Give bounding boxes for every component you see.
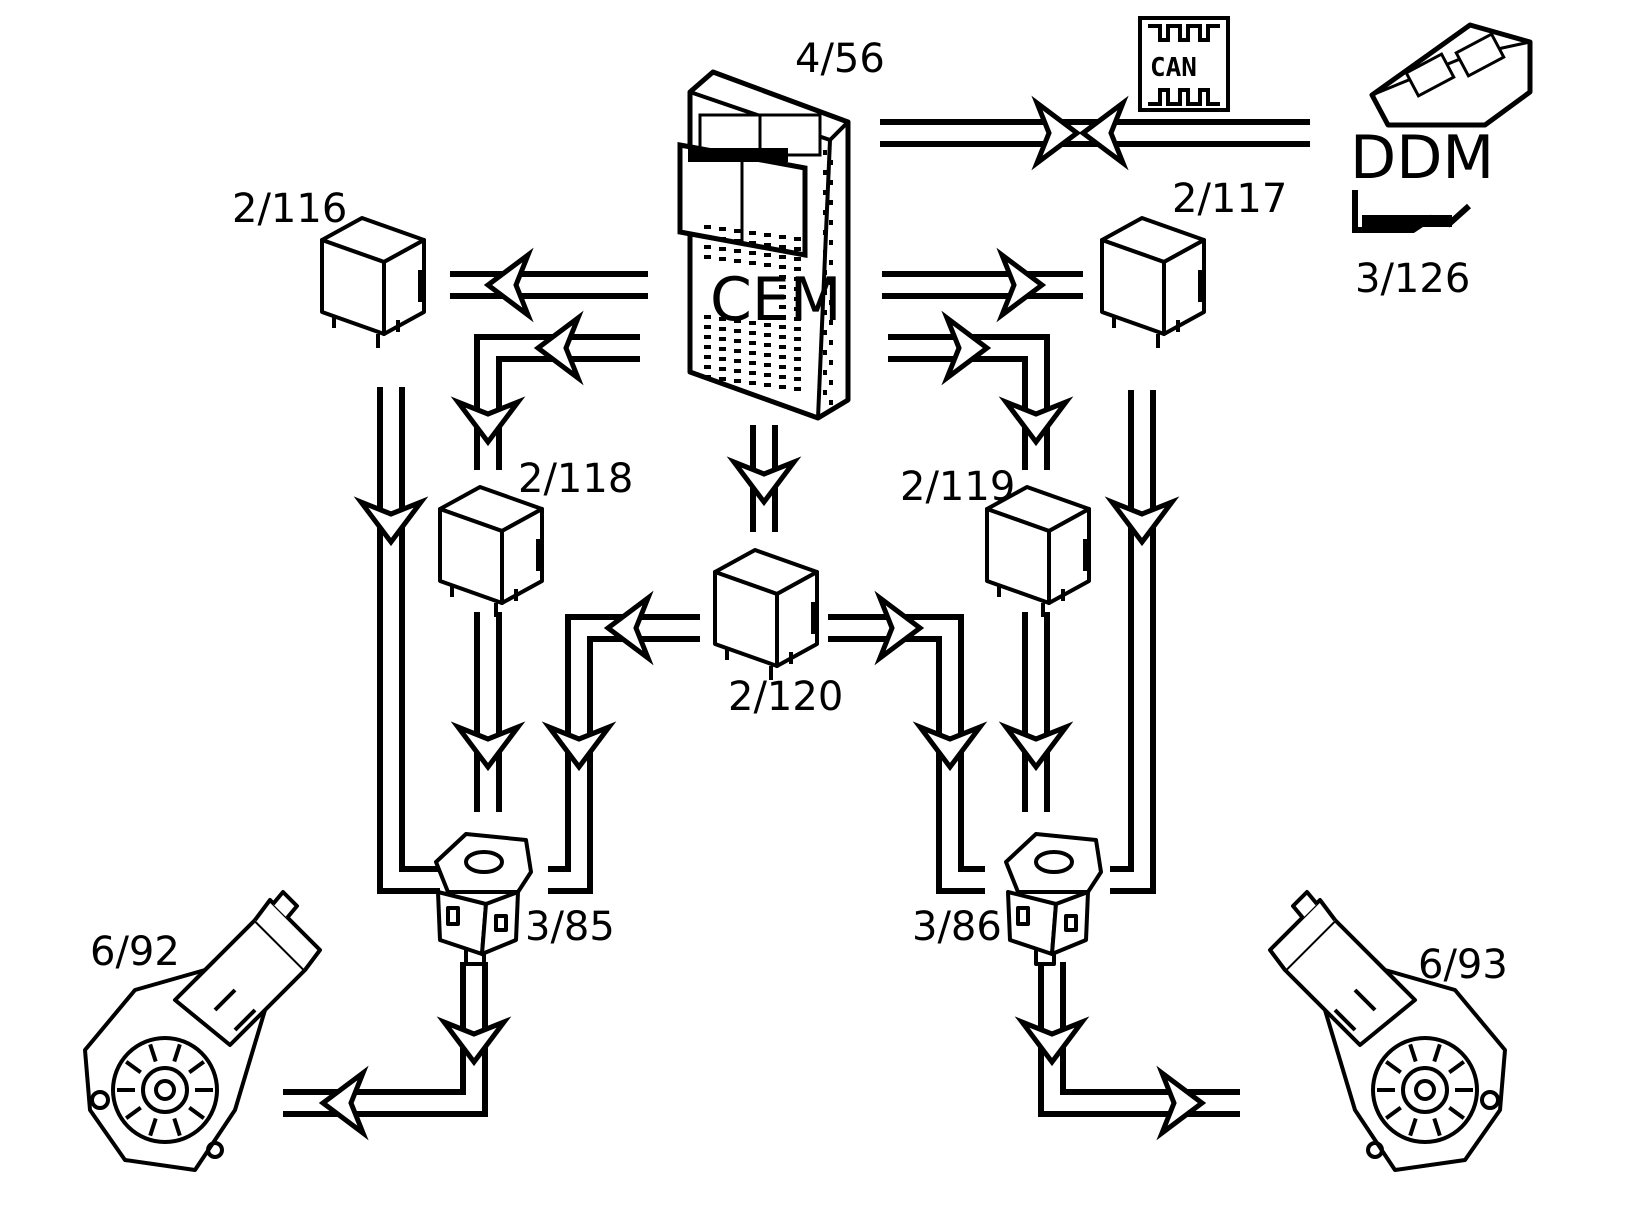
relay-2-117-label: 2/117 (1172, 176, 1287, 222)
arrow-to-2-119-vertical (998, 396, 1074, 447)
switch-3-85-label: 3/85 (525, 904, 615, 950)
pipe-2-116-to-3-85 (377, 387, 440, 894)
cem-name: CEM (710, 265, 842, 335)
pipe-2-117-to-3-86 (1110, 390, 1156, 894)
pipe-3-85-to-6-92 (283, 962, 488, 1117)
relay-2-116 (320, 216, 426, 348)
arrow-to-6-92 (318, 1065, 369, 1141)
arrow-2-120-right-down (912, 721, 988, 772)
arrow-cem-to-ddm (1031, 95, 1082, 171)
arrow-to-2-116 (483, 247, 534, 323)
arrow-to-2-118-vertical (450, 396, 526, 447)
ddm-module (1352, 22, 1533, 233)
arrow-2-120-right (874, 590, 925, 666)
relay-2-120-label: 2/120 (728, 674, 843, 720)
arrow-2-120-left (603, 590, 654, 666)
arrow-to-2-118-horizontal (533, 310, 584, 386)
motor-6-93-label: 6/93 (1418, 942, 1508, 988)
arrow-2-117-to-3-86 (1104, 496, 1180, 547)
relay-2-118-label: 2/118 (518, 456, 633, 502)
signal-arrow-heads (318, 95, 1207, 1141)
window-motor-6-92 (83, 890, 322, 1172)
can-bus-label: CAN (1150, 53, 1197, 83)
cem-pin-grid (704, 150, 833, 405)
switch-3-86-label: 3/86 (912, 904, 1002, 950)
window-switch-3-85 (434, 832, 533, 966)
signal-pipes (283, 119, 1310, 1117)
arrow-3-85-down (436, 1016, 512, 1067)
window-motor-6-93 (1268, 890, 1507, 1172)
relay-2-116-label: 2/116 (232, 186, 347, 232)
arrow-2-116-to-3-85 (353, 496, 429, 547)
arrow-to-6-93 (1156, 1065, 1207, 1141)
arrow-to-2-120 (726, 456, 802, 507)
relay-2-119-label: 2/119 (900, 464, 1015, 510)
relay-2-119 (985, 485, 1091, 617)
arrow-2-119-to-3-86 (998, 721, 1074, 772)
arrow-to-2-117 (996, 247, 1047, 323)
relay-2-117 (1100, 216, 1206, 348)
arrow-2-120-left-down (541, 721, 617, 772)
cem-module: CEM (677, 69, 851, 421)
pipe-3-86-to-6-93 (1038, 962, 1240, 1117)
cem-ref-label: 4/56 (795, 36, 885, 82)
arrow-3-86-down (1014, 1016, 1090, 1067)
relay-2-120 (713, 548, 819, 680)
motor-6-92-label: 6/92 (90, 929, 180, 975)
ddm-name: DDM (1350, 123, 1494, 193)
can-bus-icon: CAN (1138, 16, 1230, 112)
arrow-2-118-to-3-85 (450, 721, 526, 772)
arrow-ddm-to-cem (1078, 95, 1129, 171)
arrow-to-2-119-horizontal (941, 310, 992, 386)
ddm-ref-label: 3/126 (1355, 256, 1470, 302)
relay-2-118 (438, 485, 544, 617)
window-switch-3-86 (1004, 832, 1103, 966)
